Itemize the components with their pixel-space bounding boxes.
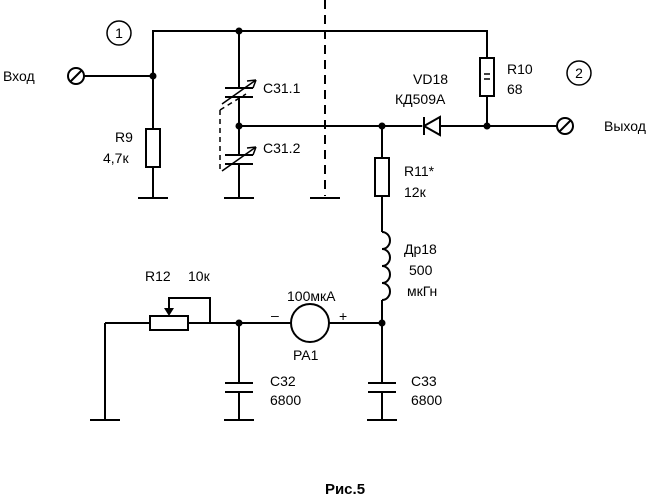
svg-text:6800: 6800 xyxy=(270,392,301,408)
svg-text:R11*: R11* xyxy=(404,163,435,179)
svg-text:4,7к: 4,7к xyxy=(103,150,129,166)
svg-text:С31.2: С31.2 xyxy=(263,140,301,156)
resistor-r10: R10 68 xyxy=(479,57,533,126)
svg-text:мкГн: мкГн xyxy=(407,283,437,299)
svg-text:R12: R12 xyxy=(145,268,171,284)
svg-text:–: – xyxy=(271,307,279,323)
microammeter-pa1: 100мкА PA1 – + xyxy=(271,288,347,363)
svg-text:Выход: Выход xyxy=(604,118,646,134)
top-wire xyxy=(152,30,488,76)
svg-text:10к: 10к xyxy=(188,268,211,284)
output-terminal: Выход xyxy=(487,117,646,135)
svg-text:R10: R10 xyxy=(507,61,533,77)
svg-text:PA1: PA1 xyxy=(293,347,319,363)
svg-text:100мкА: 100мкА xyxy=(287,288,336,304)
svg-text:С32: С32 xyxy=(270,373,296,389)
figure-caption: Рис.5 xyxy=(325,481,365,498)
svg-text:С33: С33 xyxy=(411,373,437,389)
junction-dots xyxy=(149,27,491,327)
svg-text:Др18: Др18 xyxy=(404,241,437,257)
svg-text:12к: 12к xyxy=(404,184,427,200)
node-2-marker: 2 xyxy=(566,60,592,86)
resistor-r9: R9 4,7к xyxy=(103,76,168,199)
resistor-r11: R11* 12к xyxy=(374,126,435,232)
diode-vd18: VD18 КД509А xyxy=(395,71,487,137)
capacitor-c32: С32 6800 xyxy=(224,323,301,421)
svg-text:6800: 6800 xyxy=(411,392,442,408)
svg-text:2: 2 xyxy=(575,65,583,81)
svg-text:С31.1: С31.1 xyxy=(263,80,301,96)
node-1-marker: 1 xyxy=(106,20,132,46)
inductor-dr18: Др18 500 мкГн xyxy=(381,231,437,323)
svg-text:КД509А: КД509А xyxy=(395,91,446,107)
capacitor-c33: С33 6800 xyxy=(367,323,442,421)
svg-text:Вход: Вход xyxy=(3,68,35,84)
svg-text:+: + xyxy=(339,308,347,324)
potentiometer-r12: R12 10к xyxy=(90,268,211,421)
svg-text:1: 1 xyxy=(115,25,123,41)
svg-text:R9: R9 xyxy=(115,129,133,145)
input-terminal: Вход xyxy=(3,67,153,85)
svg-text:68: 68 xyxy=(507,81,523,97)
svg-text:VD18: VD18 xyxy=(413,71,448,87)
svg-text:500: 500 xyxy=(409,262,433,278)
variable-capacitor-c31: С31.1 С31.2 xyxy=(219,31,301,199)
